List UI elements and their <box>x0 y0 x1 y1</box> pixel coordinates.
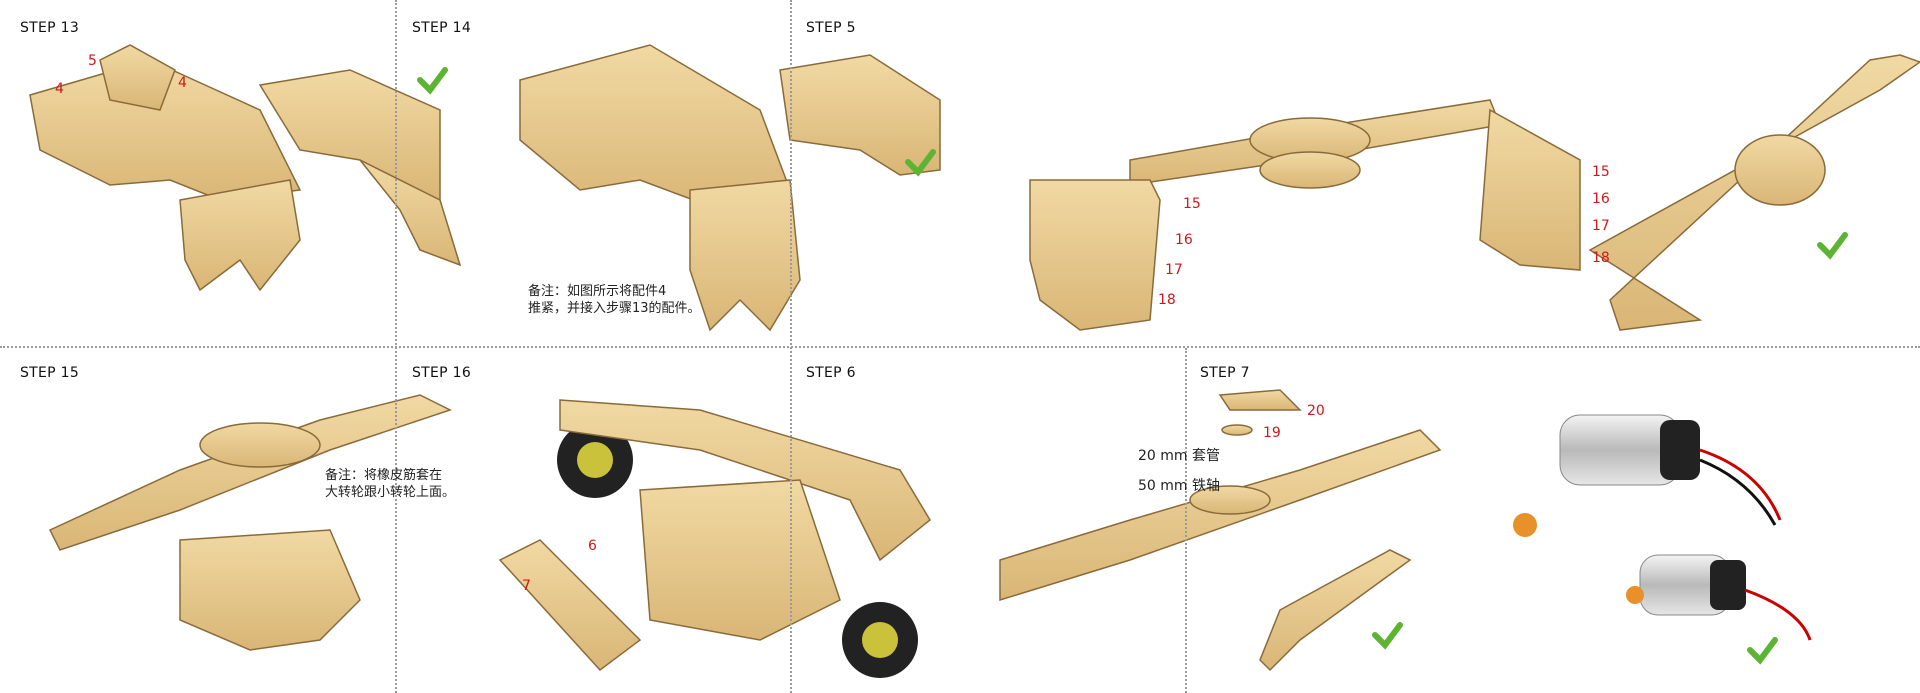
step-16-title: STEP 16 <box>412 365 472 381</box>
check-icon <box>1817 232 1848 260</box>
step5-arm-assembly <box>1029 54 1920 331</box>
part-label: 18 <box>1158 292 1176 308</box>
tube-label: 20 mm 套管 <box>1138 448 1220 464</box>
part-label: 7 <box>522 578 531 594</box>
step-6-title: STEP 6 <box>806 365 856 381</box>
part-label: 15 <box>1183 196 1201 212</box>
step7-motors <box>1513 414 1812 641</box>
check-icon <box>1747 637 1778 665</box>
part-label: 4 <box>55 81 64 97</box>
step-14-title: STEP 14 <box>412 20 472 36</box>
step15-assembly <box>48 394 452 651</box>
part-label: 16 <box>1175 232 1193 248</box>
part-label: 19 <box>1263 425 1281 441</box>
part-label: 4 <box>178 75 187 91</box>
part-label: 17 <box>1592 218 1610 234</box>
part-label: 18 <box>1592 250 1610 266</box>
step-14-note: 备注：如图所示将配件4 推紧，并接入步骤13的配件。 <box>528 283 701 317</box>
check-icons <box>417 67 1848 665</box>
part-label: 16 <box>1592 191 1610 207</box>
step-15-note: 备注：将橡皮筋套在 大转轮跟小转轮上面。 <box>325 467 455 501</box>
shaft-label: 50 mm 铁轴 <box>1138 478 1220 494</box>
step14-chassis <box>519 44 941 332</box>
step6-assembly <box>999 389 1442 672</box>
step16-assembly <box>498 399 931 678</box>
part-label: 20 <box>1307 403 1325 419</box>
step-15-title: STEP 15 <box>20 365 80 381</box>
step-5-title: STEP 5 <box>806 20 856 36</box>
note-line: 备注：将橡皮筋套在 <box>325 468 443 483</box>
step-13-title: STEP 13 <box>20 20 80 36</box>
part-label: 6 <box>588 538 597 554</box>
divider <box>1185 348 1187 693</box>
part-label: 5 <box>88 53 97 69</box>
divider <box>0 346 1920 348</box>
check-icon <box>905 149 936 177</box>
note-line: 备注：如图所示将配件4 <box>528 284 667 299</box>
part-label: 15 <box>1592 164 1610 180</box>
note-line: 推紧，并接入步骤13的配件。 <box>528 301 701 316</box>
part-label: 17 <box>1165 262 1183 278</box>
check-icon <box>417 67 448 95</box>
note-line: 大转轮跟小转轮上面。 <box>325 485 456 500</box>
step-7-title: STEP 7 <box>1200 365 1250 381</box>
check-icon <box>1372 622 1403 650</box>
